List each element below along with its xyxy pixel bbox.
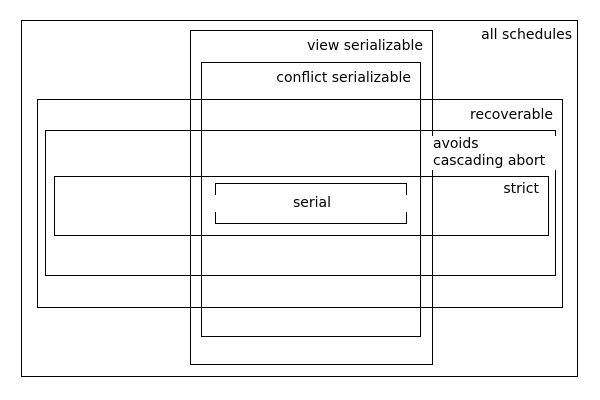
label-avoids-cascading-abort: avoids cascading abort xyxy=(432,136,556,170)
region-strict xyxy=(54,176,549,236)
region-conflict-serializable xyxy=(201,62,421,337)
region-recoverable xyxy=(37,99,563,308)
label-all-schedules: all schedules xyxy=(440,27,573,44)
region-view-serializable xyxy=(190,30,433,365)
label-strict: strict xyxy=(460,181,540,198)
label-view-serializable: view serializable xyxy=(270,38,424,55)
region-avoids-cascading-abort xyxy=(45,130,556,276)
label-conflict-serializable: conflict serializable xyxy=(240,70,412,87)
region-all-schedules xyxy=(21,20,578,377)
label-serial: serial xyxy=(215,195,409,212)
label-recoverable: recoverable xyxy=(440,107,554,124)
